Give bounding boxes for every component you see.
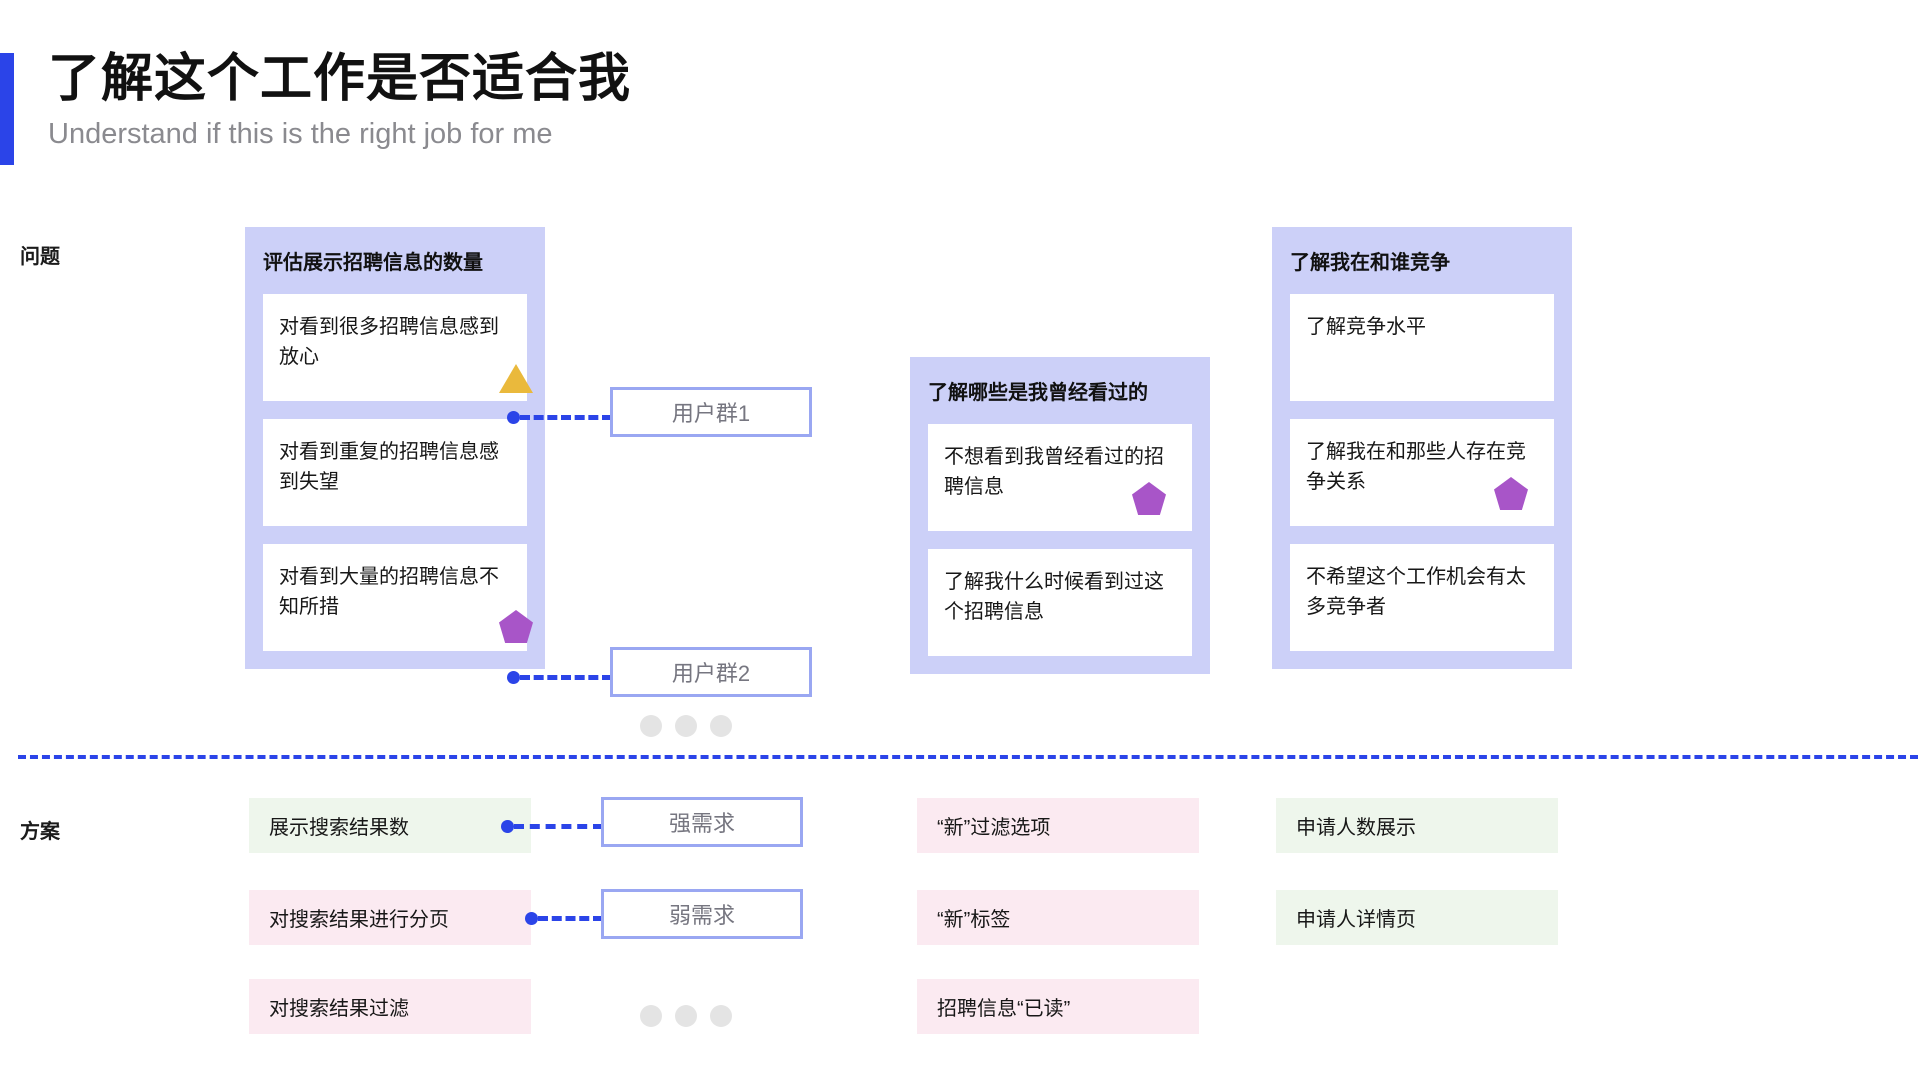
connector-dashed-line xyxy=(520,674,612,680)
problem-group-title: 评估展示招聘信息的数量 xyxy=(263,252,483,274)
ellipsis-dot xyxy=(675,1005,697,1027)
page-subtitle: Understand if this is the right job for … xyxy=(48,118,553,150)
problem-card[interactable]: 了解我在和那些人存在竞争关系 xyxy=(1290,419,1554,526)
problem-group-title: 了解我在和谁竞争 xyxy=(1290,252,1450,274)
pill-user-group-1[interactable]: 用户群1 xyxy=(610,387,812,437)
solution-chip-text: 展示搜索结果数 xyxy=(269,817,409,839)
problem-card-text: 了解我在和那些人存在竞争关系 xyxy=(1306,441,1526,493)
triangle-marker-icon xyxy=(499,364,533,393)
problem-group-1: 评估展示招聘信息的数量 对看到很多招聘信息感到放心 对看到重复的招聘信息感到失望… xyxy=(245,227,545,669)
connector-dot xyxy=(507,670,520,684)
pill-weak-need[interactable]: 弱需求 xyxy=(601,889,803,939)
connector-dot xyxy=(507,410,520,424)
solution-chip-text: 招聘信息“已读” xyxy=(937,998,1071,1020)
problem-group-2: 了解哪些是我曾经看过的 不想看到我曾经看过的招聘信息 了解我什么时候看到过这个招… xyxy=(910,357,1210,674)
connector-weak-need xyxy=(525,911,603,925)
header-accent-bar xyxy=(0,53,14,165)
problem-card[interactable]: 不希望这个工作机会有太多竞争者 xyxy=(1290,544,1554,651)
problem-group-title: 了解哪些是我曾经看过的 xyxy=(928,382,1148,404)
problem-card[interactable]: 对看到大量的招聘信息不知所措 xyxy=(263,544,533,651)
solution-chip[interactable]: “新”过滤选项 xyxy=(917,798,1199,853)
title-block: 了解这个工作是否适合我 Understand if this is the ri… xyxy=(48,47,631,151)
problem-card-text: 了解竞争水平 xyxy=(1306,316,1426,338)
connector-dashed-line xyxy=(538,915,603,921)
page-title: 了解这个工作是否适合我 xyxy=(48,50,632,108)
pill-user-group-2[interactable]: 用户群2 xyxy=(610,647,812,697)
section-divider xyxy=(18,755,1918,759)
problem-card[interactable]: 了解竞争水平 xyxy=(1290,294,1554,401)
section-label-solutions: 方案 xyxy=(20,821,60,843)
solution-chip[interactable]: “新”标签 xyxy=(917,890,1199,945)
connector-strong-need xyxy=(501,819,603,833)
ellipsis-dot xyxy=(640,715,662,737)
problems-section: 评估展示招聘信息的数量 对看到很多招聘信息感到放心 对看到重复的招聘信息感到失望… xyxy=(245,227,1572,737)
ellipsis-dot xyxy=(710,715,732,737)
problem-card-text: 不希望这个工作机会有太多竞争者 xyxy=(1306,566,1526,618)
problem-group-3: 了解我在和谁竞争 了解竞争水平 了解我在和那些人存在竞争关系 不希望这个工作机会… xyxy=(1272,227,1572,669)
solution-chip[interactable]: 招聘信息“已读” xyxy=(917,979,1199,1034)
pill-strong-need[interactable]: 强需求 xyxy=(601,797,803,847)
solution-chip[interactable]: 对搜索结果进行分页 xyxy=(249,890,531,945)
problem-card[interactable]: 对看到很多招聘信息感到放心 xyxy=(263,294,533,401)
connector-user-group-2 xyxy=(507,670,612,684)
problem-card[interactable]: 了解我什么时候看到过这个招聘信息 xyxy=(928,549,1192,656)
problem-card[interactable]: 对看到重复的招聘信息感到失望 xyxy=(263,419,527,526)
connector-dot xyxy=(525,911,538,925)
solution-chip-text: 对搜索结果进行分页 xyxy=(269,909,449,931)
solutions-section: 展示搜索结果数 对搜索结果进行分页 对搜索结果过滤 “新”过滤选项 “新”标签 … xyxy=(0,755,1920,1080)
connector-dashed-line xyxy=(520,414,612,420)
solution-chip-text: “新”标签 xyxy=(937,909,1011,931)
problem-card-text: 对看到很多招聘信息感到放心 xyxy=(279,316,499,368)
solution-chip[interactable]: 申请人数展示 xyxy=(1276,798,1558,853)
solution-chip-text: “新”过滤选项 xyxy=(937,817,1051,839)
connector-user-group-1 xyxy=(507,410,612,424)
ellipsis-dots-solutions[interactable] xyxy=(640,1005,732,1027)
problem-card-text: 不想看到我曾经看过的招聘信息 xyxy=(944,446,1164,498)
solution-chip[interactable]: 对搜索结果过滤 xyxy=(249,979,531,1034)
ellipsis-dot xyxy=(675,715,697,737)
solution-chip-text: 对搜索结果过滤 xyxy=(269,998,409,1020)
problem-card[interactable]: 不想看到我曾经看过的招聘信息 xyxy=(928,424,1192,531)
solution-chip[interactable]: 展示搜索结果数 xyxy=(249,798,531,853)
problem-card-text: 对看到大量的招聘信息不知所措 xyxy=(279,566,499,618)
solution-chip[interactable]: 申请人详情页 xyxy=(1276,890,1558,945)
ellipsis-dot xyxy=(640,1005,662,1027)
problem-card-text: 了解我什么时候看到过这个招聘信息 xyxy=(944,571,1164,623)
ellipsis-dots-problems[interactable] xyxy=(640,715,732,737)
ellipsis-dot xyxy=(710,1005,732,1027)
connector-dashed-line xyxy=(514,823,603,829)
solution-chip-text: 申请人数展示 xyxy=(1296,817,1416,839)
connector-dot xyxy=(501,819,514,833)
problem-card-text: 对看到重复的招聘信息感到失望 xyxy=(279,441,499,493)
solution-chip-text: 申请人详情页 xyxy=(1296,909,1416,931)
section-label-problems: 问题 xyxy=(20,246,60,268)
